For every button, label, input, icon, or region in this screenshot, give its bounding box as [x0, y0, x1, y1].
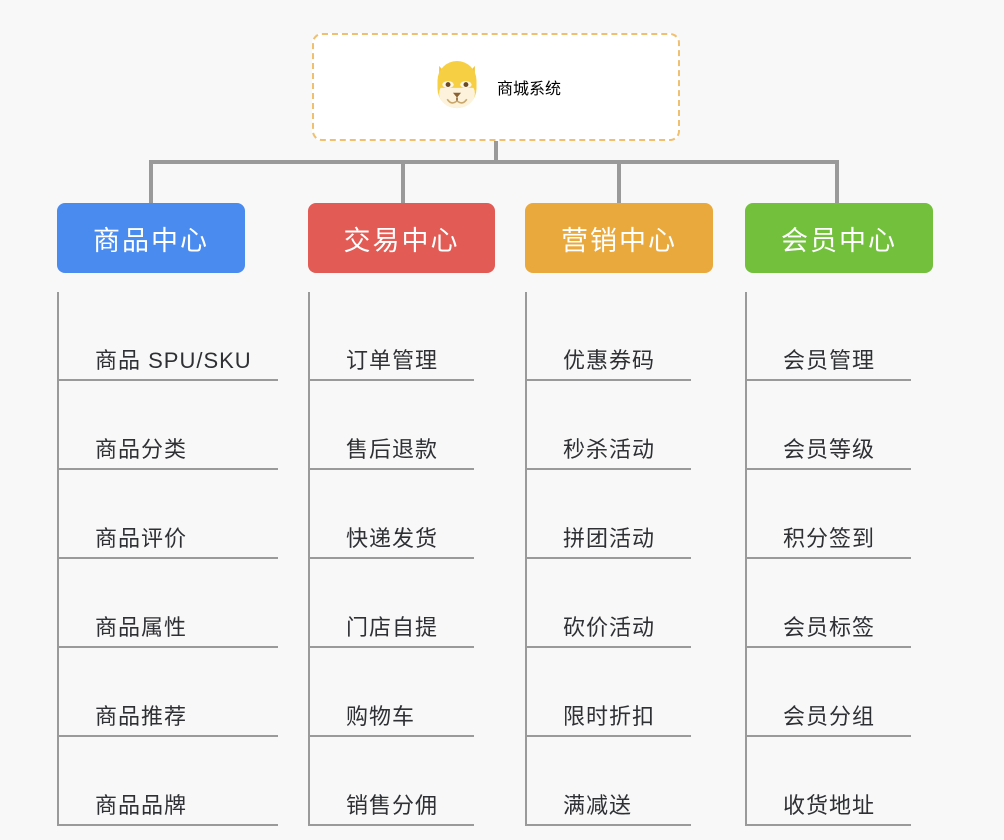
leaf-label: 会员标签	[783, 614, 876, 640]
leaf-item[interactable]: 订单管理	[310, 292, 474, 381]
leaf-item[interactable]: 会员管理	[747, 292, 911, 381]
category-header-2[interactable]: 营销中心	[525, 203, 713, 273]
leaf-label: 商品属性	[95, 614, 188, 640]
leaf-list-2: 优惠券码 秒杀活动 拼团活动 砍价活动 限时折扣 满减送	[525, 292, 691, 826]
leaf-item[interactable]: 销售分佣	[310, 737, 474, 826]
leaf-item[interactable]: 商品属性	[59, 559, 278, 648]
leaf-label: 会员分组	[783, 703, 876, 729]
leaf-label: 商品 SPU/SKU	[95, 347, 252, 373]
leaf-label: 商品品牌	[95, 792, 188, 818]
leaf-label: 订单管理	[346, 347, 439, 373]
leaf-label: 快递发货	[346, 525, 439, 551]
leaf-item[interactable]: 商品 SPU/SKU	[59, 292, 278, 381]
leaf-label: 限时折扣	[563, 703, 656, 729]
category-header-1[interactable]: 交易中心	[308, 203, 495, 273]
root-title: 商城系统	[496, 81, 561, 98]
leaf-label: 满减送	[563, 792, 633, 818]
leaf-item[interactable]: 会员标签	[747, 559, 911, 648]
leaf-label: 砍价活动	[563, 614, 656, 640]
leaf-item[interactable]: 收货地址	[747, 737, 911, 826]
branch-column-0: 商品中心 商品 SPU/SKU 商品分类 商品评价 商品属性 商品推荐 商品品牌	[57, 203, 278, 826]
leaf-label: 购物车	[346, 703, 416, 729]
leaf-item[interactable]: 会员分组	[747, 648, 911, 737]
leaf-item[interactable]: 购物车	[310, 648, 474, 737]
leaf-item[interactable]: 优惠券码	[527, 292, 691, 381]
leaf-label: 会员管理	[783, 347, 876, 373]
leaf-item[interactable]: 拼团活动	[527, 470, 691, 559]
branch-column-3: 会员中心 会员管理 会员等级 积分签到 会员标签 会员分组 收货地址	[745, 203, 933, 826]
leaf-list-1: 订单管理 售后退款 快递发货 门店自提 购物车 销售分佣	[308, 292, 474, 826]
leaf-item[interactable]: 砍价活动	[527, 559, 691, 648]
branch-column-2: 营销中心 优惠券码 秒杀活动 拼团活动 砍价活动 限时折扣 满减送	[525, 203, 713, 826]
leaf-label: 拼团活动	[563, 525, 656, 551]
leaf-item[interactable]: 商品分类	[59, 381, 278, 470]
leaf-item[interactable]: 快递发货	[310, 470, 474, 559]
shiba-dog-icon	[437, 61, 477, 109]
root-node[interactable]: 商城系统	[312, 33, 680, 141]
leaf-list-0: 商品 SPU/SKU 商品分类 商品评价 商品属性 商品推荐 商品品牌	[57, 292, 278, 826]
leaf-label: 优惠券码	[563, 347, 656, 373]
leaf-label: 商品推荐	[95, 703, 188, 729]
leaf-label: 收货地址	[783, 792, 876, 818]
leaf-label: 商品评价	[95, 525, 188, 551]
leaf-item[interactable]: 门店自提	[310, 559, 474, 648]
leaf-item[interactable]: 商品品牌	[59, 737, 278, 826]
category-header-label: 会员中心	[781, 225, 897, 256]
branch-column-1: 交易中心 订单管理 售后退款 快递发货 门店自提 购物车 销售分佣	[308, 203, 495, 826]
leaf-item[interactable]: 售后退款	[310, 381, 474, 470]
category-header-label: 商品中心	[93, 225, 209, 256]
leaf-item[interactable]: 满减送	[527, 737, 691, 826]
category-header-label: 营销中心	[561, 225, 677, 256]
category-header-label: 交易中心	[343, 225, 460, 256]
leaf-list-3: 会员管理 会员等级 积分签到 会员标签 会员分组 收货地址	[745, 292, 911, 826]
leaf-label: 商品分类	[95, 436, 188, 462]
category-header-3[interactable]: 会员中心	[745, 203, 933, 273]
leaf-label: 售后退款	[346, 436, 439, 462]
leaf-item[interactable]: 商品评价	[59, 470, 278, 559]
leaf-label: 销售分佣	[346, 792, 439, 818]
leaf-item[interactable]: 秒杀活动	[527, 381, 691, 470]
leaf-item[interactable]: 限时折扣	[527, 648, 691, 737]
leaf-item[interactable]: 积分签到	[747, 470, 911, 559]
leaf-item[interactable]: 会员等级	[747, 381, 911, 470]
leaf-item[interactable]: 商品推荐	[59, 648, 278, 737]
leaf-label: 积分签到	[783, 525, 876, 551]
leaf-label: 会员等级	[783, 436, 876, 462]
category-header-0[interactable]: 商品中心	[57, 203, 245, 273]
leaf-label: 门店自提	[346, 614, 439, 640]
leaf-label: 秒杀活动	[563, 436, 656, 462]
